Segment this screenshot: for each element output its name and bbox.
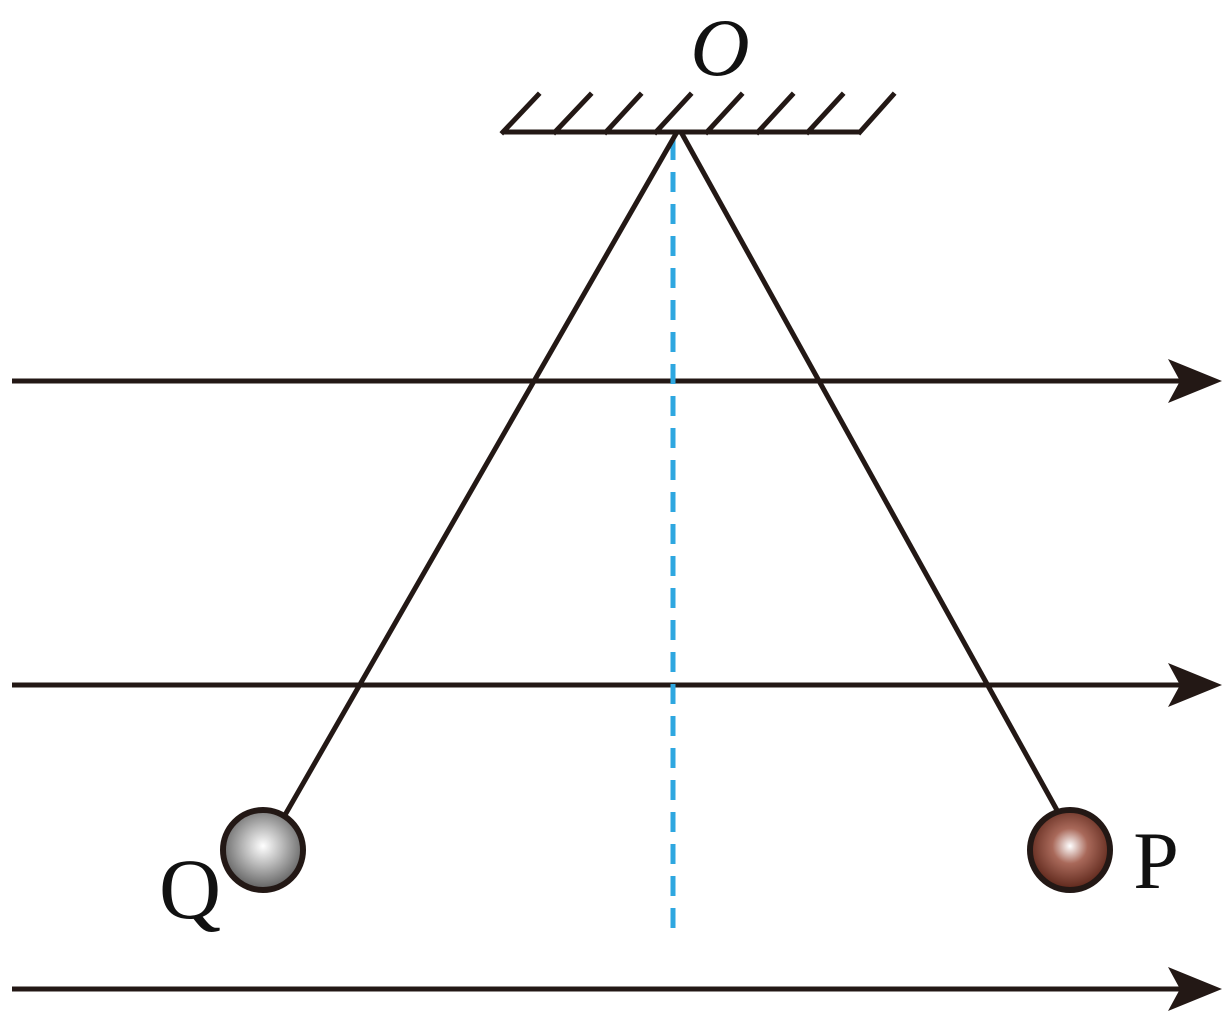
label-q: Q bbox=[159, 841, 221, 937]
arrowhead-icon bbox=[1168, 967, 1222, 1011]
hatched-support-icon bbox=[499, 91, 897, 136]
label-pivot: O bbox=[690, 2, 749, 93]
label-p: P bbox=[1133, 815, 1179, 906]
arrowhead-icon bbox=[1168, 663, 1222, 707]
arrowhead-icon bbox=[1168, 359, 1222, 403]
string-q bbox=[282, 130, 680, 817]
field-line-middle bbox=[12, 663, 1222, 707]
ball-q bbox=[220, 807, 306, 893]
field-line-top bbox=[12, 359, 1222, 403]
ball-p bbox=[1027, 807, 1113, 893]
field-lines bbox=[12, 359, 1222, 1011]
field-line-bottom bbox=[12, 967, 1222, 1011]
string-p bbox=[678, 130, 1061, 814]
